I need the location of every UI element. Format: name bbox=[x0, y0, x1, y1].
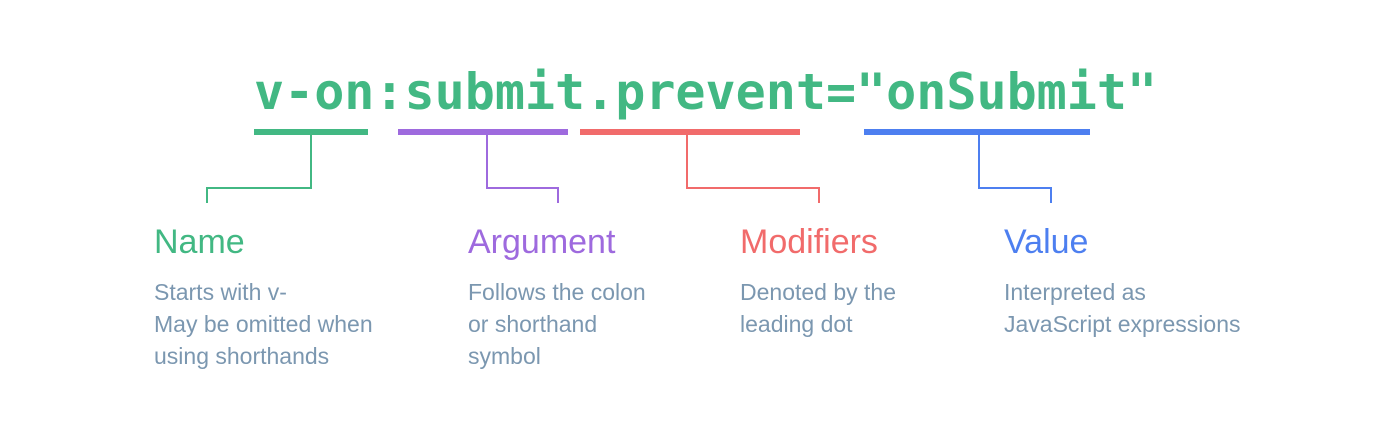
part-modifiers-description: Denoted by the leading dot bbox=[740, 276, 896, 340]
part-value-title: Value bbox=[1004, 223, 1089, 261]
description-line: Starts with v- bbox=[154, 279, 287, 305]
name-connector bbox=[206, 135, 312, 203]
part-argument-description: Follows the colon or shorthand symbol bbox=[468, 276, 646, 372]
description-line: leading dot bbox=[740, 311, 853, 337]
part-modifiers: Modifiers Denoted by the leading dot bbox=[740, 222, 896, 340]
part-name: Name Starts with v- May be omitted when … bbox=[154, 222, 373, 372]
part-value-description: Interpreted as JavaScript expressions bbox=[1004, 276, 1241, 340]
description-line: May be omitted when bbox=[154, 311, 373, 337]
value-underline bbox=[864, 129, 1090, 135]
description-line: or shorthand bbox=[468, 311, 598, 337]
part-value: Value Interpreted as JavaScript expressi… bbox=[1004, 222, 1241, 340]
part-argument: Argument Follows the colon or shorthand … bbox=[468, 222, 646, 372]
part-argument-title: Argument bbox=[468, 223, 616, 261]
part-name-description: Starts with v- May be omitted when using… bbox=[154, 276, 373, 372]
description-line: Interpreted as bbox=[1004, 279, 1146, 305]
directive-code: v-on:submit.prevent="onSubmit" bbox=[254, 63, 1158, 121]
description-line: symbol bbox=[468, 343, 541, 369]
name-underline bbox=[254, 129, 368, 135]
part-modifiers-title: Modifiers bbox=[740, 223, 878, 261]
value-connector bbox=[978, 135, 1052, 203]
part-name-title: Name bbox=[154, 223, 245, 261]
description-line: JavaScript expressions bbox=[1004, 311, 1241, 337]
description-line: Denoted by the bbox=[740, 279, 897, 305]
description-line: using shorthands bbox=[154, 343, 330, 369]
argument-connector bbox=[486, 135, 559, 203]
argument-underline bbox=[398, 129, 568, 135]
modifiers-underline bbox=[580, 129, 800, 135]
modifiers-connector bbox=[686, 135, 820, 203]
description-line: Follows the colon bbox=[468, 279, 646, 305]
